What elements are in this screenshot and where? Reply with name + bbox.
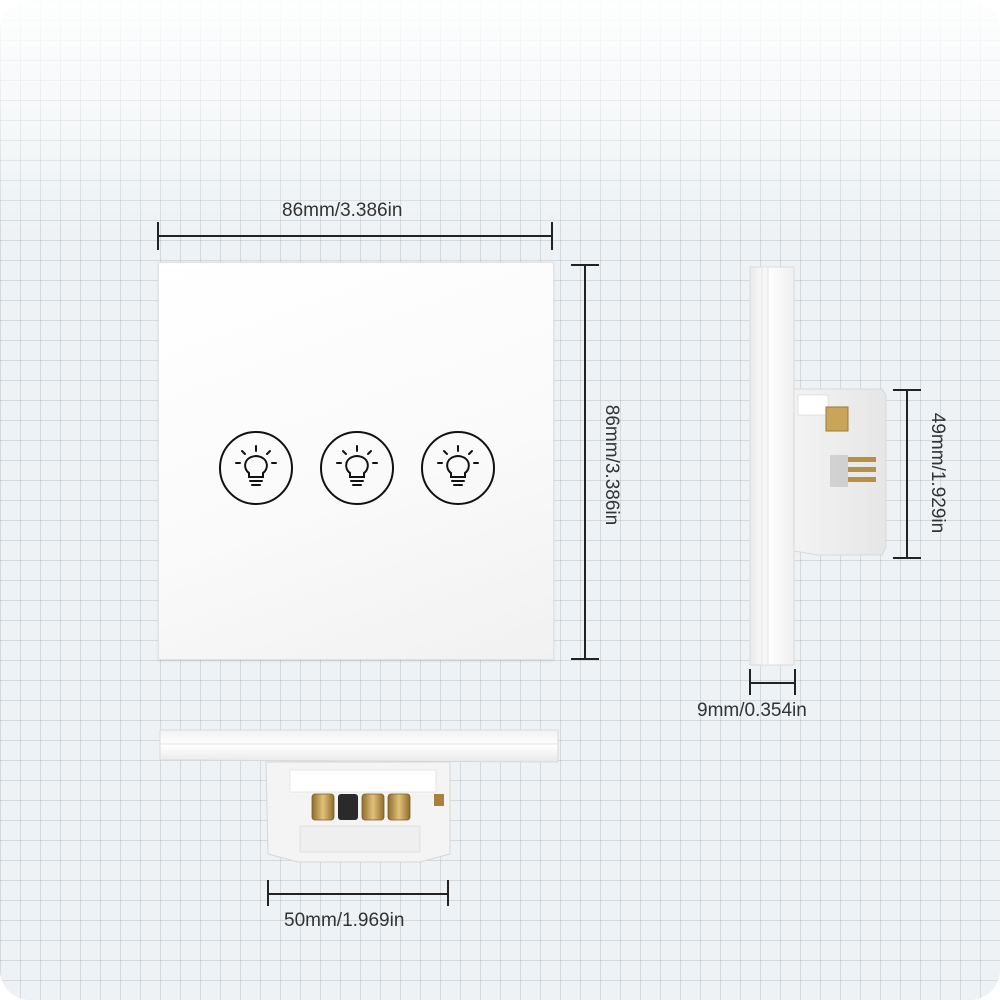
bottom-width-tick-right	[447, 880, 449, 906]
side-depth-tick-right	[794, 669, 796, 695]
touch-button-3[interactable]	[421, 431, 495, 505]
bottom-width-label: 50mm/1.969in	[284, 910, 405, 931]
back-box-tick-bottom	[893, 557, 921, 559]
bottom-view	[159, 729, 559, 863]
back-box-height-label: 49mm/1.929in	[927, 412, 948, 534]
front-width-label: 86mm/3.386in	[282, 200, 403, 221]
bottom-width-tick-left	[267, 880, 269, 906]
front-width-tick-right	[551, 222, 553, 250]
side-glass-edge	[749, 266, 795, 666]
bottom-panel-edge	[159, 729, 559, 763]
bottom-width-line	[268, 893, 448, 895]
terminal	[361, 793, 385, 821]
lightbulb-icon	[336, 445, 378, 486]
side-pin	[848, 467, 876, 472]
front-glass-panel	[158, 262, 554, 660]
front-width-line	[158, 235, 552, 237]
terminal	[311, 793, 335, 821]
side-pin	[848, 457, 876, 462]
lightbulb-icon	[235, 445, 277, 486]
side-back-box	[793, 388, 887, 556]
terminal	[387, 793, 411, 821]
side-depth-tick-left	[749, 669, 751, 695]
front-height-label: 86mm/3.386in	[601, 404, 622, 526]
terminal-dark	[338, 794, 358, 820]
side-view	[749, 266, 887, 666]
touch-button-2[interactable]	[320, 431, 394, 505]
front-width-tick-left	[157, 222, 159, 250]
back-box-height-line	[906, 390, 908, 558]
front-height-tick-bottom	[571, 658, 599, 660]
lightbulb-icon	[437, 445, 479, 486]
front-height-line	[584, 265, 586, 659]
front-height-tick-top	[571, 264, 599, 266]
side-depth-line	[750, 682, 795, 684]
side-depth-label: 9mm/0.354in	[697, 700, 807, 721]
side-pin	[848, 477, 876, 482]
touch-button-1[interactable]	[219, 431, 293, 505]
back-box-tick-top	[893, 389, 921, 391]
